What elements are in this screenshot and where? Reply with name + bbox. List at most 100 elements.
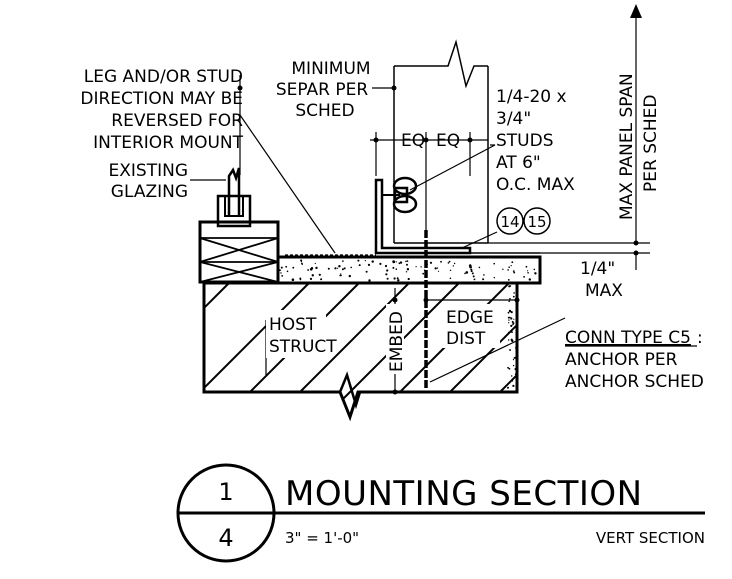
concrete-stipple-dot	[447, 262, 450, 264]
concrete-stipple-dot	[471, 272, 474, 275]
concrete-stipple-dot	[449, 269, 452, 271]
concrete-stipple-dot	[342, 260, 344, 262]
concrete-stipple-dot	[448, 260, 451, 263]
concrete-stipple-dot	[465, 271, 469, 274]
concrete-stipple-dot	[533, 268, 536, 271]
concrete-stipple-dot	[339, 274, 341, 277]
note-host-struct: HOST STRUCT	[266, 310, 337, 358]
concrete-stipple-dot	[315, 266, 318, 270]
concrete-stipple-dot	[507, 269, 509, 271]
concrete-stipple-dot	[384, 264, 388, 268]
concrete-stipple-dot	[392, 266, 395, 269]
dim-edge-dist: EDGE DIST	[440, 304, 500, 349]
note-max-panel-span: MAX PANEL SPAN PER SCHED	[617, 73, 661, 220]
concrete-stipple-dot	[392, 260, 395, 263]
concrete-stipple-dot	[327, 267, 330, 270]
svg-text:1/4-20 x: 1/4-20 x	[496, 87, 567, 107]
concrete-stipple-dot	[280, 272, 282, 274]
svg-text:EDGE: EDGE	[446, 308, 494, 328]
note-gap-max: 1/4" MAX	[580, 259, 623, 301]
concrete-stipple-dot	[338, 265, 341, 268]
concrete-stipple-dot	[406, 260, 409, 262]
concrete-stipple-dot	[386, 269, 389, 272]
concrete-stipple-dot	[513, 271, 516, 274]
edge-stipple-dot	[508, 309, 512, 313]
title-block: 1 4 MOUNTING SECTION 3" = 1'-0" VERT SEC…	[176, 463, 705, 563]
concrete-stipple-dot	[301, 263, 303, 266]
note-studs: 1/4-20 x 3/4" STUDS AT 6" O.C. MAX	[496, 87, 575, 195]
concrete-stipple-dot	[307, 269, 309, 271]
svg-text:EXISTING: EXISTING	[109, 161, 188, 181]
concrete-stipple-dot	[368, 279, 371, 282]
detail-number: 1	[218, 478, 233, 506]
note-leg-direction: LEG AND/OR STUD DIRECTION MAY BE REVERSE…	[80, 67, 243, 153]
concrete-stipple-dot	[525, 265, 528, 268]
concrete-stipple-dot	[341, 268, 344, 271]
svg-text:CONN TYPE C5: CONN TYPE C5	[565, 328, 691, 348]
edge-stipple-dot	[509, 349, 511, 351]
concrete-stipple-dot	[436, 267, 439, 269]
concrete-stipple-dot	[300, 260, 303, 263]
concrete-stipple-dot	[510, 265, 512, 267]
concrete-stipple-dot	[365, 270, 368, 273]
concrete-stipple-dot	[512, 270, 515, 272]
concrete-stipple-dot	[334, 267, 337, 270]
concrete-stipple-dot	[371, 260, 374, 263]
svg-text:SEPAR PER: SEPAR PER	[276, 80, 369, 100]
ref-bubble-15: 15	[527, 213, 546, 231]
edge-stipple-dot	[511, 331, 513, 333]
reference-bubbles: 14 15	[496, 207, 551, 235]
sheet-number: 4	[218, 524, 233, 552]
concrete-stipple-dot	[310, 267, 314, 270]
concrete-stipple-dot	[405, 260, 407, 263]
concrete-stipple-dot	[348, 274, 351, 278]
concrete-stipple-dot	[470, 270, 473, 273]
edge-stipple-dot	[514, 356, 517, 359]
svg-text:REVERSED FOR: REVERSED FOR	[111, 111, 243, 131]
concrete-stipple-dot	[357, 259, 360, 262]
edge-stipple-dot	[509, 285, 512, 287]
edge-stipple-dot	[511, 380, 514, 382]
svg-text:MINIMUM: MINIMUM	[291, 59, 370, 79]
concrete-stipple-dot	[440, 260, 442, 263]
wing-nut-stud	[382, 176, 418, 214]
glazing-curb	[198, 167, 280, 284]
concrete-stipple-dot	[405, 271, 408, 273]
edge-stipple-dot	[511, 320, 514, 323]
svg-text:MAX PANEL SPAN: MAX PANEL SPAN	[617, 73, 637, 220]
edge-stipple-dot	[508, 300, 511, 303]
svg-text:AT 6": AT 6"	[496, 153, 541, 173]
edge-stipple-dot	[507, 311, 510, 314]
svg-text:1/4": 1/4"	[580, 259, 615, 279]
dim-eq-left: EQ	[401, 131, 425, 151]
view-type: VERT SECTION	[596, 529, 705, 547]
concrete-stipple-dot	[320, 278, 323, 281]
concrete-stipple-dot	[350, 266, 353, 269]
detail-scale: 3" = 1'-0"	[285, 529, 359, 547]
edge-stipple-dot	[512, 384, 515, 387]
concrete-stipple-dot	[399, 261, 403, 264]
note-min-separation: MINIMUM SEPAR PER SCHED	[276, 59, 371, 121]
edge-stipple-dot	[512, 359, 515, 361]
svg-text:EMBED: EMBED	[387, 311, 407, 372]
edge-stipple-dot	[510, 338, 513, 341]
svg-text:DIRECTION MAY BE: DIRECTION MAY BE	[80, 89, 243, 109]
svg-text:PER SCHED: PER SCHED	[641, 95, 661, 192]
concrete-stipple-dot	[364, 260, 366, 262]
edge-stipple-dot	[513, 318, 515, 320]
concrete-stipple-dot	[464, 272, 466, 275]
concrete-stipple-dot	[398, 262, 401, 265]
edge-stipple-dot	[513, 292, 515, 294]
edge-stipple-dot	[510, 311, 513, 314]
concrete-stipple-dot	[469, 265, 472, 269]
svg-text::: :	[697, 328, 703, 348]
concrete-stipple-dot	[473, 278, 476, 281]
edge-stipple-dot	[511, 375, 513, 377]
concrete-stipple-dot	[407, 277, 410, 281]
dimension-dots	[237, 85, 639, 395]
svg-text:O.C. MAX: O.C. MAX	[496, 175, 575, 195]
concrete-stipple-dot	[279, 269, 281, 272]
concrete-stipple-dot	[406, 268, 410, 271]
edge-stipple-dot	[512, 295, 515, 298]
edge-stipple-dot	[514, 347, 517, 349]
